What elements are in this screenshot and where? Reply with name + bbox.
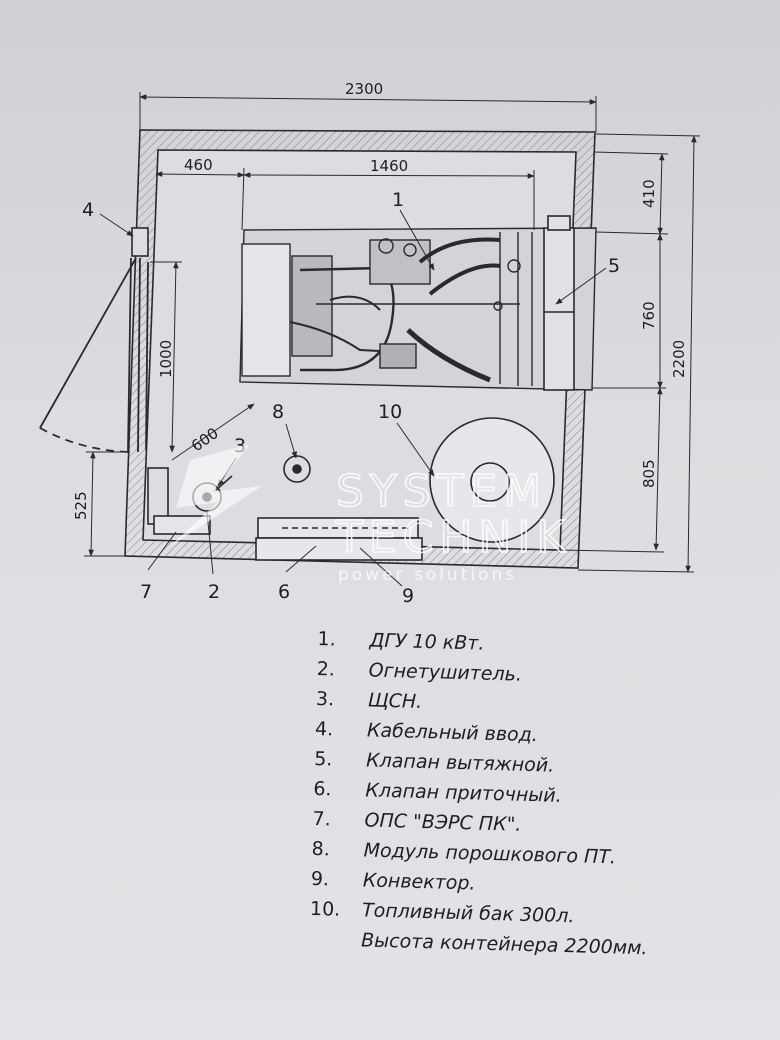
legend-item-text: Огнетушитель. bbox=[368, 659, 523, 686]
legend-item-number: 7. bbox=[312, 807, 331, 831]
legend-item-text: Кабельный ввод. bbox=[366, 719, 539, 747]
door bbox=[39, 257, 149, 453]
legend-item-number: 3. bbox=[315, 687, 335, 711]
legend-item-text: Модуль порошкового ПТ. bbox=[363, 839, 617, 869]
callout-4: 4 bbox=[82, 199, 94, 221]
legend-item-number: 4. bbox=[314, 717, 334, 741]
legend-item-text: ЩСН. bbox=[367, 689, 423, 713]
supply-valve-and-convector bbox=[255, 517, 423, 561]
legend-item-text: Клапан приточный. bbox=[365, 779, 562, 807]
legend-item-text: Клапан вытяжной. bbox=[365, 749, 555, 777]
watermark-logo: SYSTEM TECHNIK power solutions bbox=[168, 444, 571, 585]
dim-engine-depth: 760 bbox=[640, 301, 658, 330]
dim-door-offset: 525 bbox=[72, 491, 90, 520]
legend: 1. ДГУ 10 кВт. 2. Огнетушитель. 3. ЩСН. 4. К… bbox=[309, 624, 758, 966]
exhaust-valve bbox=[543, 215, 575, 391]
callout-7: 7 bbox=[140, 581, 152, 603]
watermark-line-2: TECHNIK bbox=[335, 512, 571, 563]
dim-left-offset: 460 bbox=[184, 156, 213, 174]
dim-tank-offset: 805 bbox=[640, 459, 658, 488]
watermark-line-3: power solutions bbox=[338, 565, 517, 585]
generator-set bbox=[239, 227, 597, 391]
legend-item-text: Конвектор. bbox=[362, 869, 476, 895]
fuel-tank bbox=[429, 417, 555, 543]
dim-engine-length: 1460 bbox=[370, 157, 408, 175]
legend-item-number: 1. bbox=[317, 627, 337, 651]
callout-6: 6 bbox=[278, 581, 290, 603]
watermark-line-1: SYSTEM bbox=[336, 466, 547, 517]
callout-10: 10 bbox=[378, 401, 402, 423]
leader-lines bbox=[99, 209, 607, 587]
legend-item-number: 5. bbox=[313, 747, 333, 771]
callout-1: 1 bbox=[392, 189, 404, 211]
callout-8: 8 bbox=[272, 401, 284, 423]
legend-item-number: 2. bbox=[316, 657, 336, 681]
legend-item-number: 9. bbox=[310, 867, 330, 891]
callout-5: 5 bbox=[608, 255, 620, 277]
dimension-lines bbox=[84, 92, 701, 573]
callout-2: 2 bbox=[208, 581, 220, 603]
legend-item-text: ОПС "ВЭРС ПК". bbox=[364, 809, 522, 836]
legend-item-number: 6. bbox=[313, 777, 332, 801]
dim-door-width: 1000 bbox=[157, 340, 175, 378]
fire-module bbox=[283, 455, 311, 483]
dim-top-gap: 410 bbox=[640, 179, 658, 208]
legend-item-text: Топливный бак 300л. bbox=[361, 899, 575, 928]
dim-overall-depth: 2200 bbox=[670, 340, 688, 378]
legend-item-number: 8. bbox=[311, 837, 331, 861]
callout-9: 9 bbox=[402, 585, 414, 607]
legend-item-text: ДГУ 10 кВт. bbox=[369, 629, 485, 655]
dim-overall-width: 2300 bbox=[345, 80, 383, 98]
legend-item-number: 10. bbox=[309, 897, 341, 921]
